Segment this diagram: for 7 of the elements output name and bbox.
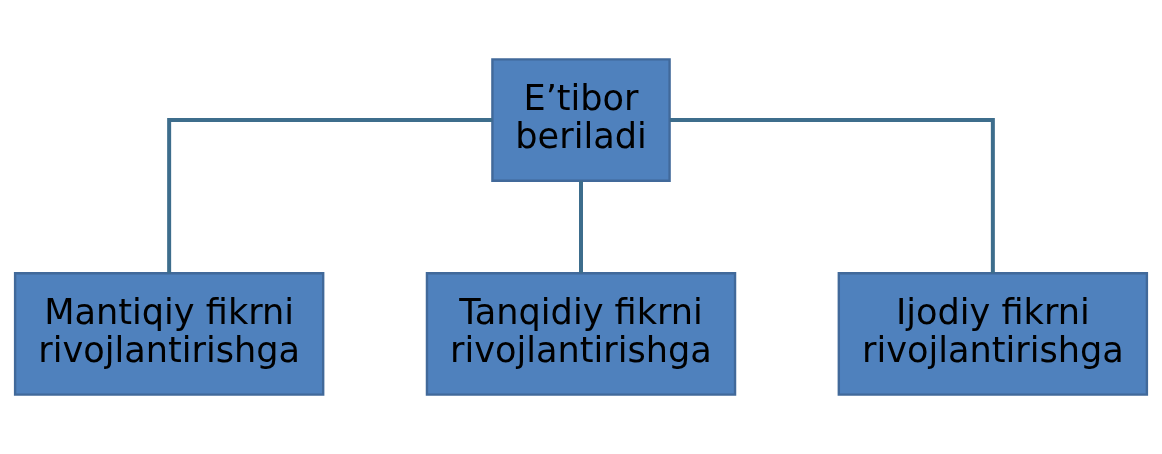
connector — [579, 180, 583, 274]
node-box: Ijodiy fikrni rivojlantirishga — [837, 272, 1149, 396]
connector — [669, 118, 995, 274]
node-box: Tanqidiy fikrni rivojlantirishga — [425, 272, 737, 396]
connector — [167, 118, 493, 274]
node-box: E’tibor beriladi — [491, 58, 671, 182]
node-box: Mantiqiy fikrni rivojlantirishga — [13, 272, 325, 396]
